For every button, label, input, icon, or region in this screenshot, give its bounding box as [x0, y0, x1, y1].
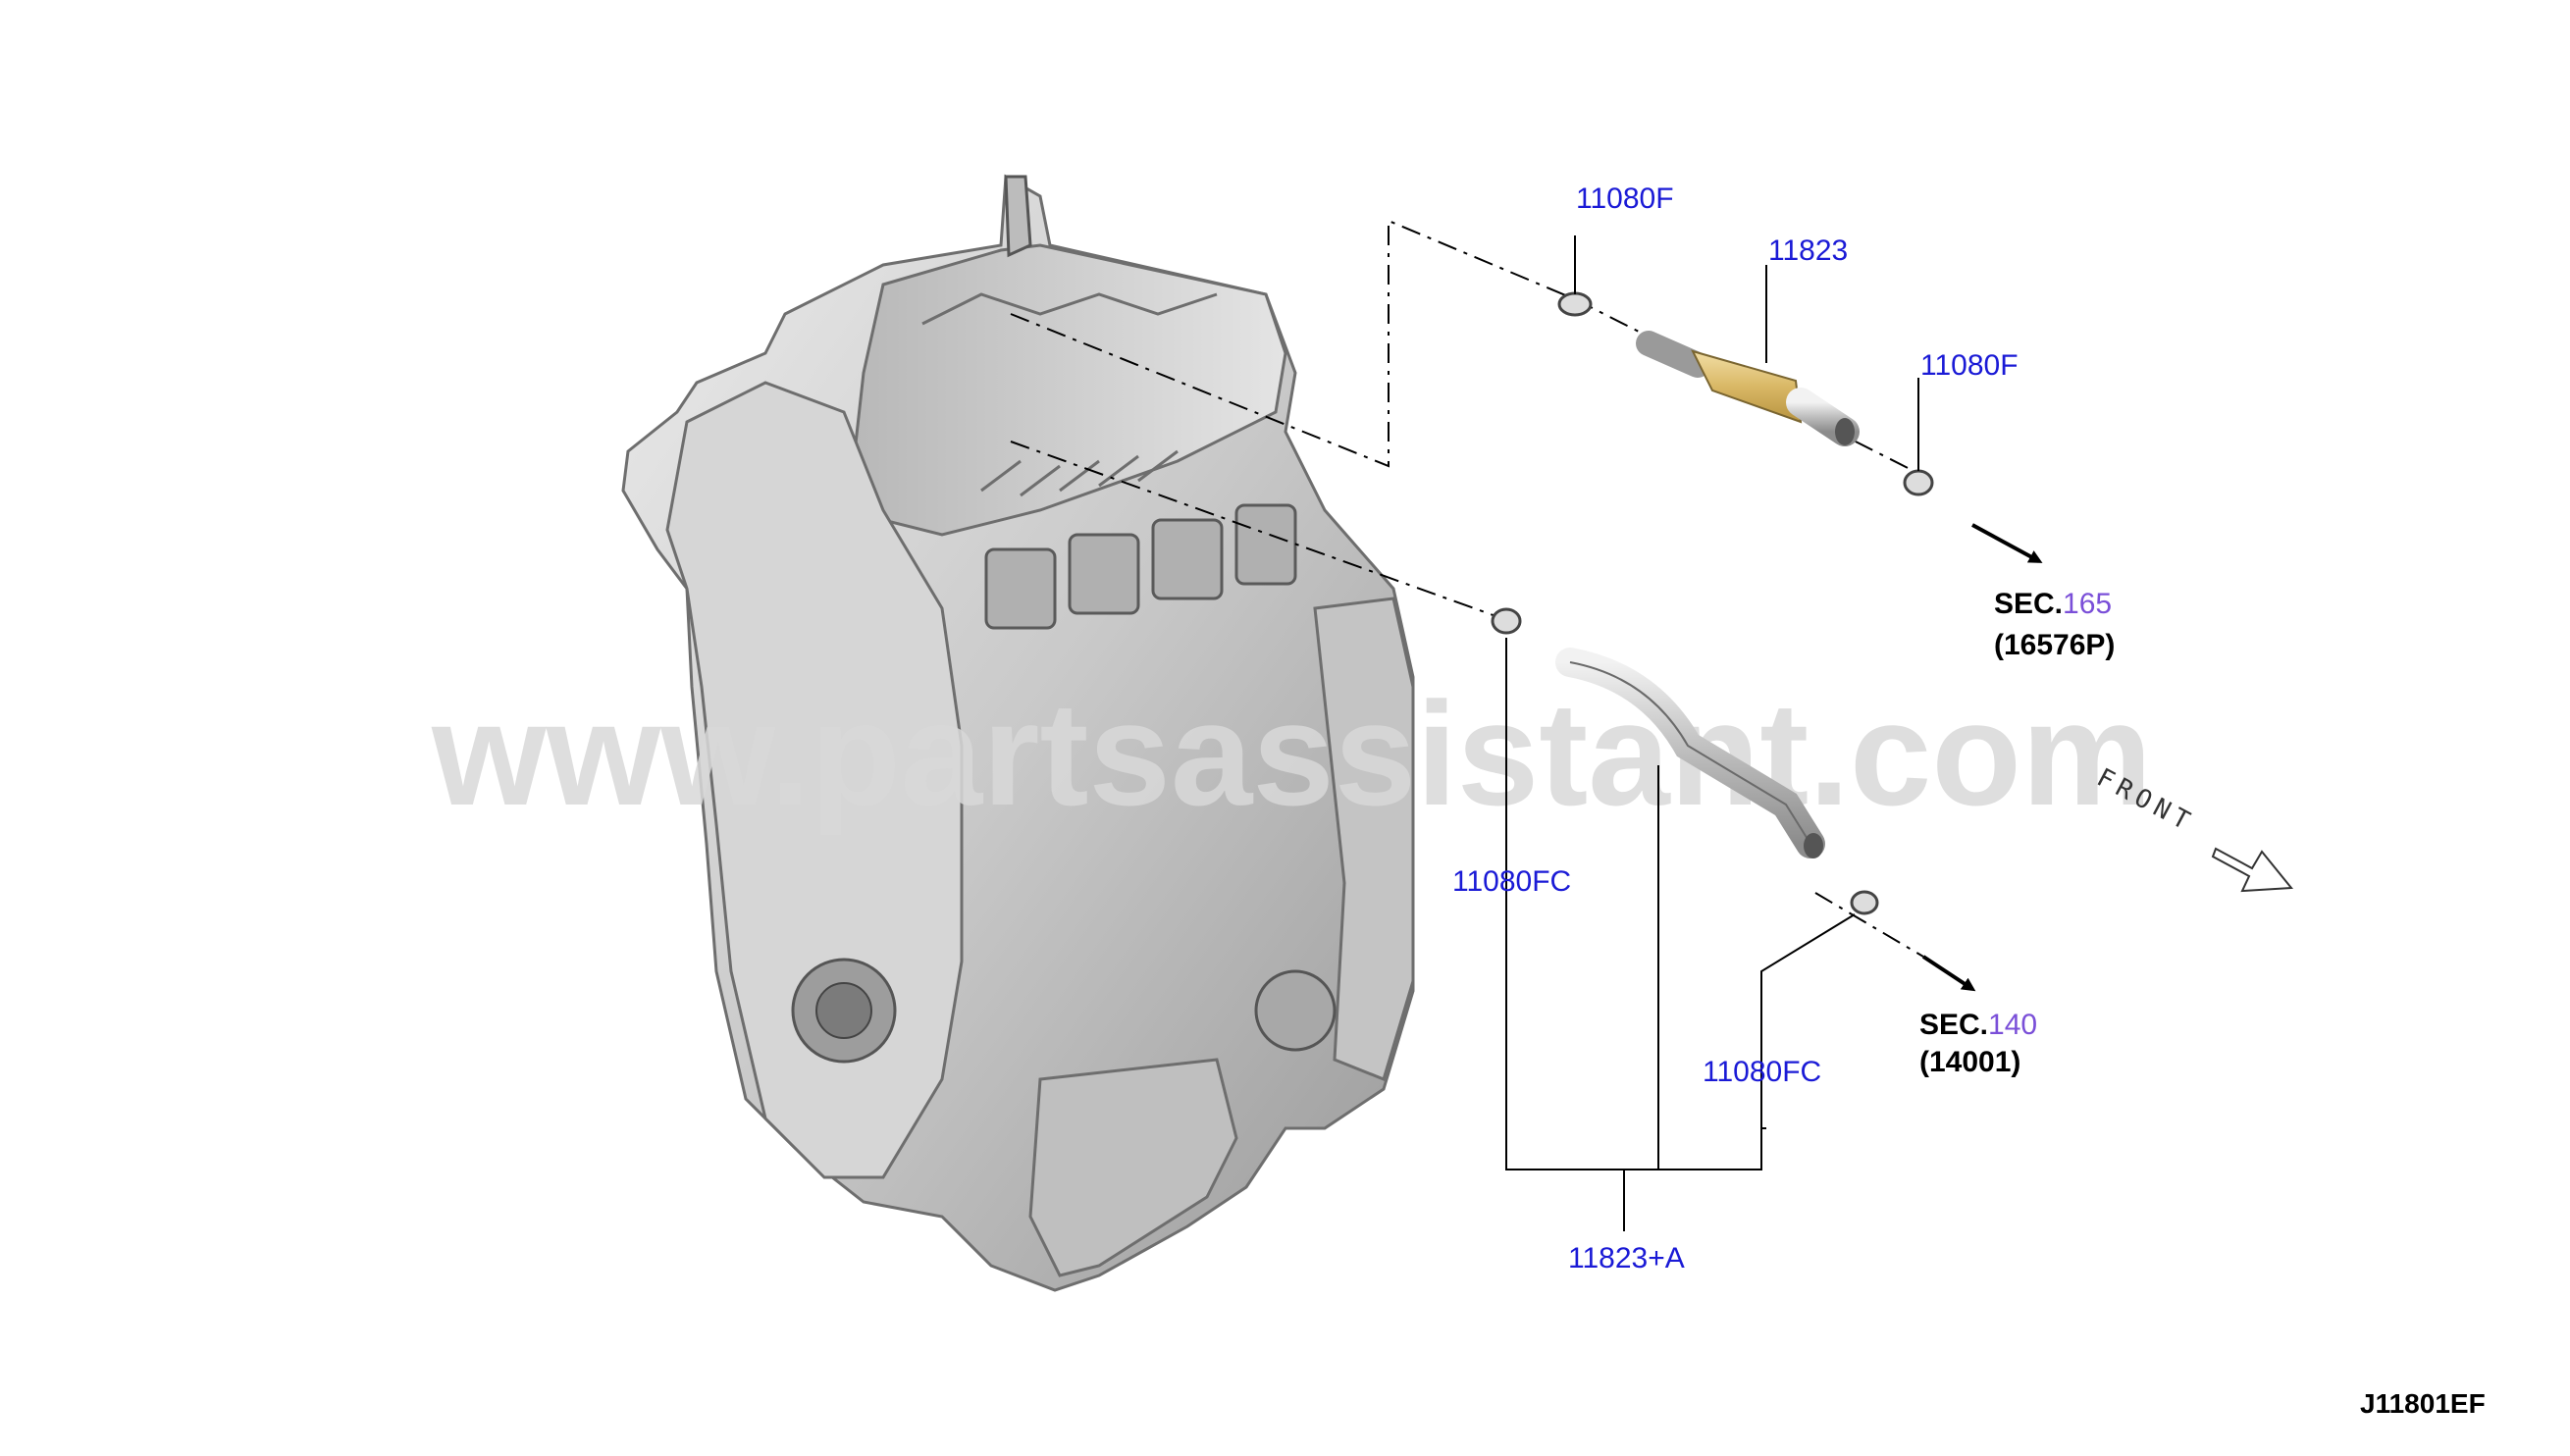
lower-hose-11823a	[1555, 648, 1825, 858]
sec165-sub: (16576P)	[1994, 629, 2115, 661]
front-arrow-icon	[2211, 847, 2294, 893]
label-11823: 11823	[1768, 234, 1848, 267]
watermark-text: www.partsassistant.com	[431, 671, 2152, 836]
lifting-bracket	[1004, 175, 1032, 258]
clamp-lower-left-shape	[1491, 607, 1522, 635]
flywheel-housing	[1313, 597, 1415, 1082]
sec165-label: SEC.165	[1994, 588, 2112, 620]
pulley-hub	[815, 982, 872, 1039]
upper-hose-end	[1835, 418, 1855, 445]
clamp-top-right-shape	[1903, 469, 1934, 496]
label-11823a: 11823+A	[1568, 1242, 1685, 1274]
sec140-label: SEC.140	[1919, 1009, 2037, 1041]
callout-leaders	[1505, 235, 1919, 1231]
clamp-top-left-shape	[1557, 291, 1593, 317]
upper-hose-body	[1691, 349, 1803, 424]
diagram-code: J11801EF	[2360, 1388, 2486, 1419]
clamp-lower-right-shape	[1850, 890, 1879, 915]
label-11080f-top-right: 11080F	[1920, 349, 2019, 382]
oil-filter-pad	[1254, 969, 1337, 1052]
timing-cover	[665, 381, 964, 1179]
sec140-arrow	[1921, 955, 1976, 992]
intake-ports	[984, 503, 1297, 630]
cam-cover-ribs	[921, 292, 1218, 497]
label-11080fc-left: 11080FC	[1452, 865, 1571, 898]
upper-hose-11823	[1636, 331, 1860, 446]
sec165-arrow	[1971, 523, 2043, 563]
engine-block-illustration	[621, 174, 1415, 1292]
sec140-sub: (14001)	[1919, 1046, 2020, 1078]
label-11080f-top-left: 11080F	[1576, 182, 1674, 215]
lower-hose-end	[1804, 833, 1823, 858]
oil-pan	[1028, 1058, 1238, 1277]
leader-lines	[1010, 219, 1924, 958]
label-11080fc-right: 11080FC	[1703, 1056, 1821, 1088]
